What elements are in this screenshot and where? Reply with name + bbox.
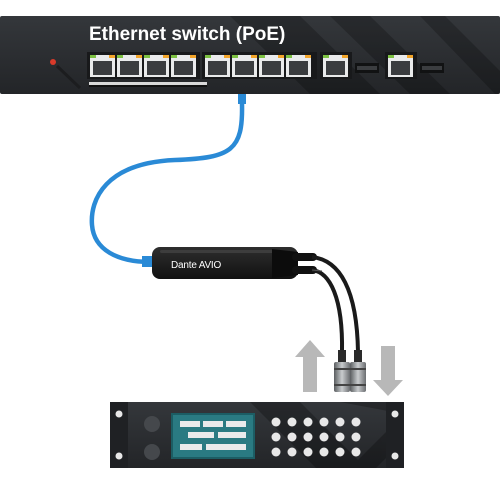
display-segment [226,421,246,427]
knob-icon[interactable] [144,444,160,460]
rj45-port-3[interactable] [144,55,169,77]
rack-screw-icon [115,410,123,418]
rack-ear-left [110,402,128,468]
switch-bezel-line [55,64,82,90]
rack-screw-icon [391,410,399,418]
cable-plug-top [238,94,246,104]
rj45-port-8[interactable] [286,55,311,77]
ethernet-cable [89,94,246,267]
cable-sheen [311,269,323,272]
display-segment [188,432,214,438]
button-grid[interactable] [271,417,361,457]
rj45-port-4[interactable] [171,55,196,77]
rj45-port-7[interactable] [259,55,284,77]
dante-avio-adapter: Dante AVIO [152,247,317,279]
switch-title: Ethernet switch (PoE) [89,24,285,45]
rj45-port-1[interactable] [90,55,115,77]
display-bezel [171,413,255,459]
adapter-end-cap [272,249,298,278]
switch-light-strip-shadow [89,85,207,87]
rj45-port-2[interactable] [117,55,142,77]
rack-ear-right [386,402,404,468]
xlr-connector-icon[interactable] [334,350,350,392]
rj45-port-9[interactable] [323,55,348,77]
rack-screw-icon [391,452,399,460]
xlr-cable-right [311,255,360,353]
display-segment [180,444,202,450]
sfp-slot-icon[interactable] [420,63,444,73]
rj45-port-5[interactable] [205,55,230,77]
adapter-body [152,247,298,279]
sfp-slot-icon[interactable] [355,63,379,73]
ethernet-cable-path [89,101,245,265]
audio-rack-device [110,402,404,468]
switch-light-strip [89,82,207,85]
display-segment [180,421,200,427]
display-segment [218,432,246,438]
rack-screw-icon [115,452,123,460]
display-segment [206,444,246,450]
xlr-cable-left [311,268,345,353]
cable-plug-bottom [142,256,154,267]
xlr-cables [311,255,366,392]
power-led-icon [50,59,56,65]
signal-out-arrow-icon [373,346,403,396]
display-segment [203,421,223,427]
signal-in-arrow-icon [295,340,325,392]
rj45-port-10[interactable] [388,55,413,77]
xlr-connector-icon[interactable] [350,350,366,392]
adapter-highlight [160,250,280,253]
rj45-port-6[interactable] [232,55,257,77]
knob-icon[interactable] [144,416,160,432]
adapter-label: Dante AVIO [171,260,221,271]
ethernet-switch: Ethernet switch (PoE) [0,16,500,94]
